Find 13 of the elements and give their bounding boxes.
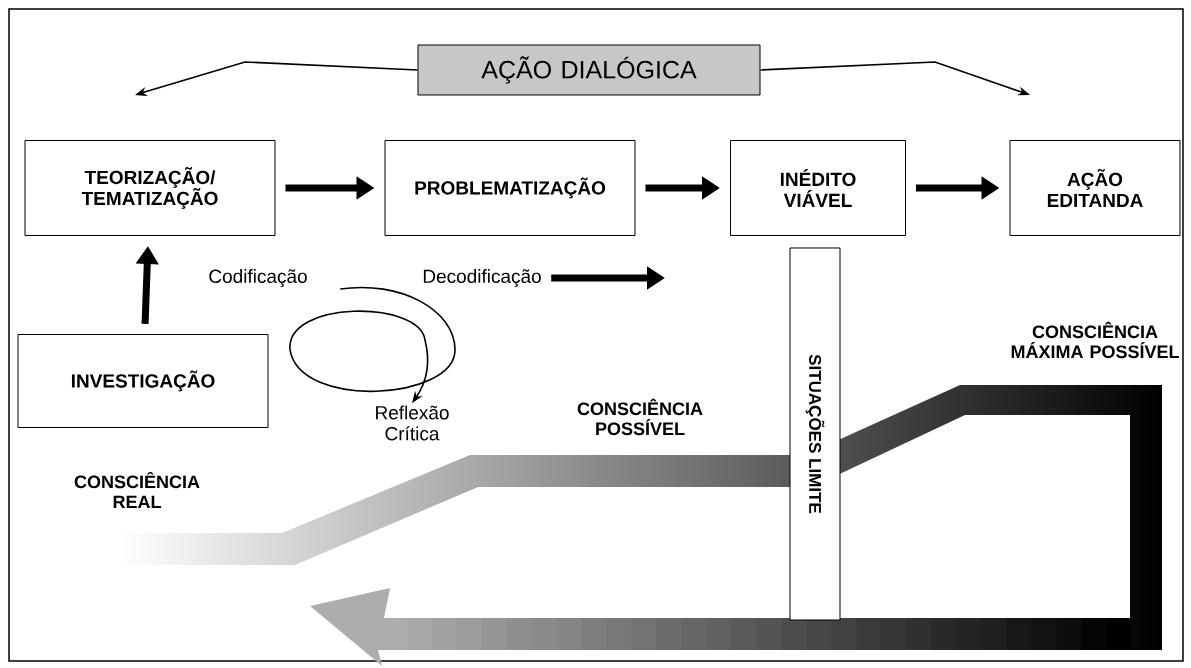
text-label: CONSCIÊNCIA REAL: [74, 471, 200, 509]
process-box: INVESTIGAÇÃO: [17, 334, 269, 428]
process-box: AÇÃO EDITANDA: [1009, 140, 1181, 236]
title-box: AÇÃO DIALÓGICA: [417, 44, 761, 96]
text-label: Reflexão Crítica: [376, 405, 449, 441]
text-label: CONSCIÊNCIA MÁXIMA POSSÍVEL: [1011, 321, 1179, 359]
process-box: PROBLEMATIZAÇÃO: [384, 140, 636, 236]
text-label: Decodificação: [423, 269, 541, 287]
text-label: Codificação: [209, 269, 307, 287]
process-box: TEORIZAÇÃO/ TEMATIZAÇÃO: [24, 140, 276, 236]
text-label: CONSCIÊNCIA POSSÍVEL: [577, 398, 703, 436]
vertical-label-box: SITUAÇÕES LIMITE: [789, 247, 841, 621]
process-box: INÉDITO VIÁVEL: [730, 140, 906, 236]
